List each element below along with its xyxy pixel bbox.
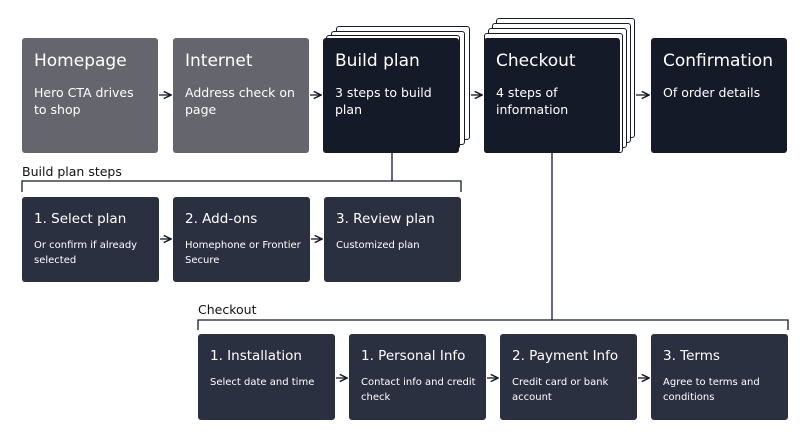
checkout-box: Checkout 4 steps of information bbox=[484, 38, 620, 153]
personal-info-box: 1. Personal Info Contact info and credit… bbox=[349, 334, 486, 420]
build-plan-steps-label: Build plan steps bbox=[22, 164, 122, 179]
checkout-bracket bbox=[197, 319, 789, 330]
select-plan-box: 1. Select plan Or confirm if already sel… bbox=[22, 197, 159, 282]
confirmation-box: Confirmation Of order details bbox=[651, 38, 787, 153]
personal-info-desc: Contact info and credit check bbox=[361, 377, 476, 403]
add-ons-title: 2. Add-ons bbox=[185, 211, 258, 227]
personal-info-title: 1. Personal Info bbox=[361, 348, 466, 364]
build-plan-box: Build plan 3 steps to build plan bbox=[323, 38, 459, 153]
installation-title: 1. Installation bbox=[210, 348, 302, 364]
homepage-title: Homepage bbox=[34, 51, 127, 71]
terms-box: 3. Terms Agree to terms and conditions bbox=[651, 334, 788, 420]
terms-title: 3. Terms bbox=[663, 348, 720, 364]
payment-info-desc: Credit card or bank account bbox=[512, 377, 609, 403]
build-plan-bracket bbox=[21, 180, 462, 192]
internet-title: Internet bbox=[185, 51, 253, 71]
confirmation-desc: Of order details bbox=[663, 85, 761, 100]
homepage-desc: Hero CTA drives to shop bbox=[34, 85, 134, 117]
terms-desc: Agree to terms and conditions bbox=[663, 377, 760, 403]
review-plan-desc: Customized plan bbox=[336, 240, 420, 251]
installation-desc: Select date and time bbox=[210, 377, 315, 388]
homepage-box: Homepage Hero CTA drives to shop bbox=[22, 38, 158, 153]
internet-box: Internet Address check on page bbox=[173, 38, 309, 153]
confirmation-title: Confirmation bbox=[663, 51, 773, 71]
review-plan-title: 3. Review plan bbox=[336, 211, 435, 227]
checkout-title: Checkout bbox=[496, 51, 576, 71]
add-ons-box: 2. Add-ons Homephone or Frontier Secure bbox=[173, 197, 310, 282]
add-ons-desc: Homephone or Frontier Secure bbox=[185, 240, 301, 266]
select-plan-desc: Or confirm if already selected bbox=[34, 240, 138, 266]
select-plan-title: 1. Select plan bbox=[34, 211, 127, 227]
internet-desc: Address check on page bbox=[185, 85, 295, 117]
payment-info-title: 2. Payment Info bbox=[512, 348, 619, 364]
installation-box: 1. Installation Select date and time bbox=[198, 334, 335, 420]
build-plan-desc: 3 steps to build plan bbox=[335, 85, 432, 117]
checkout-desc: 4 steps of information bbox=[496, 85, 569, 117]
checkout-steps-label: Checkout bbox=[198, 302, 257, 317]
build-plan-title: Build plan bbox=[335, 51, 420, 71]
payment-info-box: 2. Payment Info Credit card or bank acco… bbox=[500, 334, 637, 420]
review-plan-box: 3. Review plan Customized plan bbox=[324, 197, 461, 282]
